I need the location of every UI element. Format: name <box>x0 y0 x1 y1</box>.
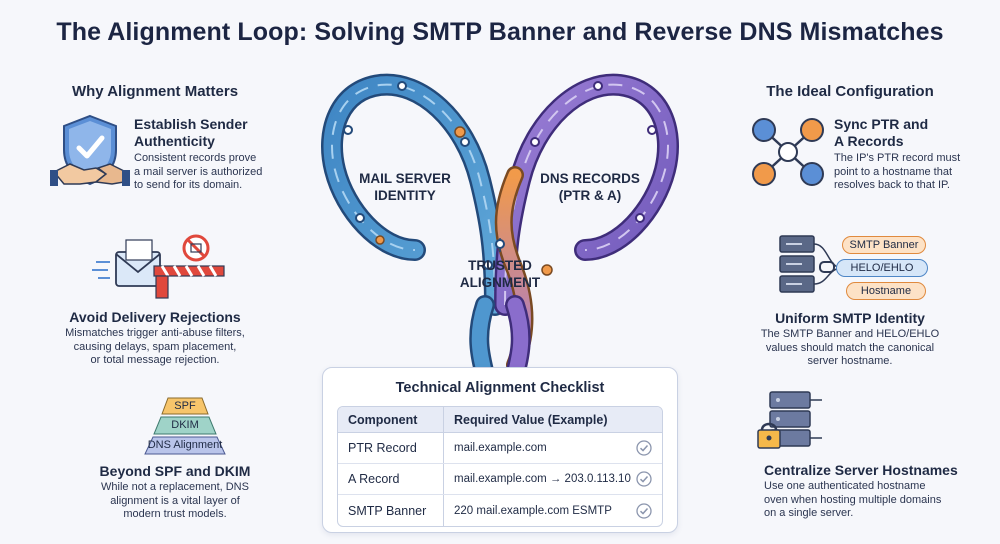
value-cell: 220 mail.example.com ESMTP <box>444 495 662 526</box>
centralize-hostnames-desc-line: on a single server. <box>764 507 854 519</box>
centralize-hostnames-title: Centralize Server Hostnames <box>764 462 958 478</box>
beyond-spf-desc-line: While not a replacement, DNS <box>101 481 249 493</box>
centralize-hostnames-desc: Use one authenticated hostname oven when… <box>764 480 941 521</box>
server-stack-icon <box>779 235 843 293</box>
trusted-alignment-line: ALIGNMENT <box>459 275 541 290</box>
pill-smtp-banner: SMTP Banner <box>842 236 926 254</box>
beyond-spf-title: Beyond SPF and DKIM <box>99 463 251 479</box>
pill-helo-ehlo: HELO/EHLO <box>836 259 928 277</box>
authenticity-desc-line: to send for its domain. <box>134 179 243 191</box>
value-text: mail.example.com <box>454 442 547 454</box>
uniform-smtp-title: Uniform SMTP Identity <box>775 310 925 326</box>
technical-alignment-checklist: Technical Alignment Checklist Component … <box>322 367 678 533</box>
value-text: 220 mail.example.com ESMTP <box>454 504 612 517</box>
delivery-rejections-desc: Mismatches trigger anti-abuse filters, c… <box>40 327 270 368</box>
delivery-rejections-desc-line: or total message rejection. <box>90 354 220 366</box>
sync-records-title-line1: Sync PTR and <box>834 116 929 132</box>
header-component: Component <box>338 407 444 432</box>
delivery-rejections-desc-line: Mismatches trigger anti-abuse filters, <box>65 327 245 339</box>
uniform-smtp-desc: The SMTP Banner and HELO/EHLO values sho… <box>720 328 980 369</box>
centralize-hostnames-desc-line: Use one authenticated hostname <box>764 480 926 492</box>
authenticity-title-line1: Establish Sender <box>134 116 248 132</box>
network-nodes-icon <box>752 118 824 186</box>
pyramid-dns-alignment: DNS Alignment <box>147 439 223 451</box>
value-cell: mail.example.com → 203.0.113.10 <box>444 464 662 494</box>
authenticity-desc-line: a mail server is authorized <box>134 165 263 178</box>
table-row: PTR Record mail.example.com <box>338 433 662 464</box>
alignment-loop-diagram <box>321 73 679 380</box>
mail-server-identity-line: IDENTITY <box>374 188 436 203</box>
right-column-heading: The Ideal Configuration <box>766 83 934 100</box>
page-title: The Alignment Loop: Solving SMTP Banner … <box>56 18 944 46</box>
centralize-hostnames-desc-line: oven when hosting multiple domains <box>764 493 942 506</box>
pill-hostname: Hostname <box>846 282 926 300</box>
trusted-alignment-label: TRUSTED ALIGNMENT <box>448 257 552 291</box>
table-row: SMTP Banner 220 mail.example.com ESMTP <box>338 495 662 526</box>
pyramid-shape-icon <box>144 397 226 455</box>
checklist-header-row: Component Required Value (Example) <box>338 407 662 433</box>
mail-server-identity-line: MAIL SERVER <box>359 171 451 186</box>
uniform-smtp-desc-line: server hostname. <box>807 355 893 367</box>
beyond-spf-desc-line: alignment is a vital layer of <box>110 494 240 507</box>
table-row: A Record mail.example.com → 203.0.113.10 <box>338 464 662 495</box>
sync-records-title: Sync PTR and A Records <box>834 116 928 150</box>
dns-records-line: (PTR & A) <box>558 188 622 203</box>
beyond-spf-desc: While not a replacement, DNS alignment i… <box>60 481 290 522</box>
checklist-title: Technical Alignment Checklist <box>395 380 605 396</box>
check-circle-icon <box>636 471 652 487</box>
delivery-rejections-desc-line: causing delays, spam placement, <box>73 340 237 353</box>
uniform-smtp-desc-line: values should match the canonical <box>765 341 935 354</box>
check-circle-icon <box>636 440 652 456</box>
value-text: mail.example.com → 203.0.113.10 <box>454 473 631 485</box>
check-circle-icon <box>636 502 652 519</box>
delivery-rejections-title: Avoid Delivery Rejections <box>69 309 241 325</box>
component-cell: A Record <box>338 464 444 494</box>
circuit-nodes <box>343 81 493 270</box>
uniform-smtp-desc-line: The SMTP Banner and HELO/EHLO <box>760 328 940 340</box>
dns-records-line: DNS RECORDS <box>540 171 640 186</box>
envelope-barrier-icon <box>92 234 225 299</box>
authenticity-desc-line: Consistent records prove <box>134 152 257 164</box>
authenticity-title-line2: Authenticity <box>134 133 215 149</box>
mail-server-identity-label: MAIL SERVER IDENTITY <box>355 170 455 204</box>
server-lock-icon <box>757 391 822 449</box>
pyramid-dkim: DKIM <box>171 419 199 431</box>
beyond-spf-desc-line: modern trust models. <box>123 508 227 520</box>
sync-records-desc-line: point to a hostname that <box>834 165 953 178</box>
sync-records-desc: The IP's PTR record must point to a host… <box>834 152 960 193</box>
component-cell: SMTP Banner <box>338 495 444 526</box>
authenticity-desc: Consistent records prove a mail server i… <box>134 152 262 193</box>
sync-records-title-line2: A Records <box>834 133 904 149</box>
sync-records-desc-line: The IP's PTR record must <box>834 152 961 164</box>
trust-pyramid: SPF DKIM DNS Alignment <box>130 396 240 456</box>
authenticity-title: Establish Sender Authenticity <box>134 116 248 150</box>
dns-records-label: DNS RECORDS (PTR & A) <box>535 170 645 204</box>
component-cell: PTR Record <box>338 433 444 463</box>
value-cell: mail.example.com <box>444 433 662 463</box>
checklist-table: Component Required Value (Example) PTR R… <box>337 406 663 527</box>
header-required-value: Required Value (Example) <box>454 412 608 427</box>
shield-handshake-icon <box>50 114 130 186</box>
pyramid-spf: SPF <box>174 400 196 412</box>
left-column-heading: Why Alignment Matters <box>71 83 239 100</box>
sync-records-desc-line: resolves back to that IP. <box>834 179 950 191</box>
trusted-alignment-line: TRUSTED <box>468 258 532 273</box>
